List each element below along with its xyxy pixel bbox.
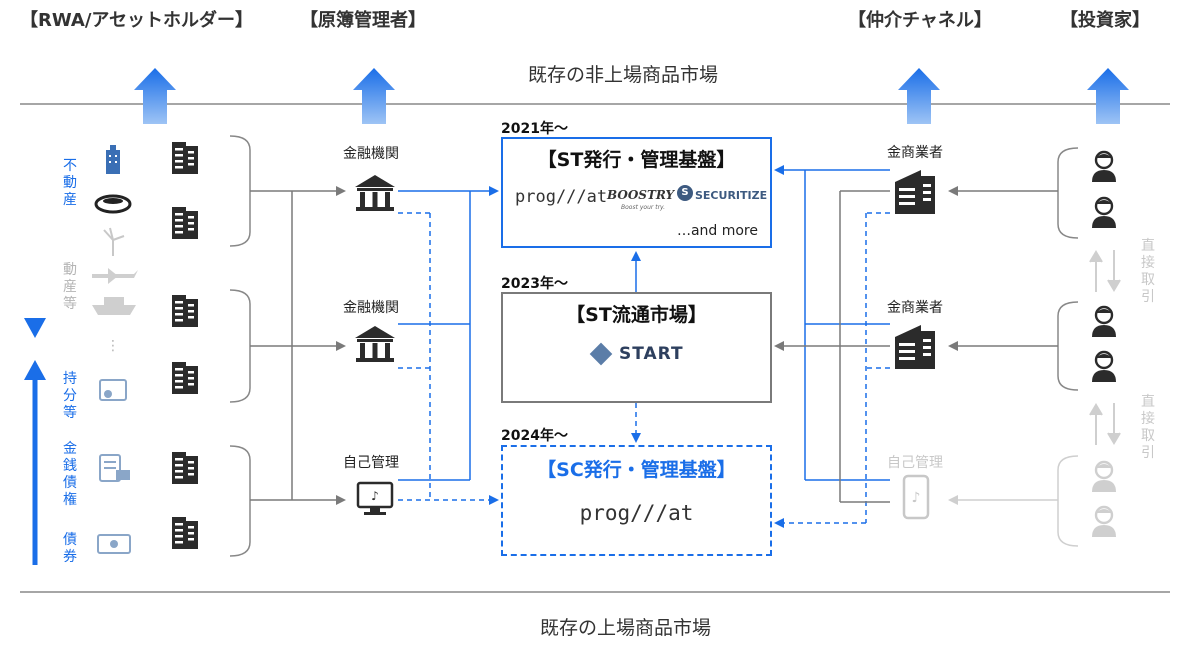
up-arrow-thin-icon	[24, 360, 46, 565]
investor-icon	[1090, 505, 1118, 539]
direct-trade-label: 直接取引	[1141, 394, 1155, 461]
bank-icon	[355, 326, 395, 362]
registry-bank-label: 金融機関	[343, 146, 399, 162]
st-market-title: 【ST流通市場】	[566, 304, 707, 326]
sc-issue-title: 【SC発行・管理基盤】	[537, 459, 736, 481]
broker-building-icon	[895, 325, 935, 369]
investor-icon	[1090, 305, 1118, 339]
investor-icon	[1090, 150, 1118, 184]
st-issue-platform: 【ST発行・管理基盤】 prog///at BOOSTRY Boost your…	[501, 137, 772, 248]
asset-equity: 持分等	[63, 371, 77, 421]
broker-building-icon	[895, 170, 935, 214]
header-investor: 【投資家】	[1060, 10, 1150, 31]
building-icon	[172, 517, 198, 549]
ship-icon	[92, 297, 136, 315]
asset-receivables: 金銭債権	[63, 441, 77, 508]
boostry-tagline: Boost your try.	[621, 204, 666, 211]
direct-trade-label: 直接取引	[1141, 238, 1155, 305]
banknote-icon	[97, 534, 131, 554]
sc-issue-platform: 【SC発行・管理基盤】 prog///at	[501, 445, 772, 556]
asset-bonds: 債券	[63, 532, 77, 565]
investor-icon	[1090, 350, 1118, 384]
market-listed: 既存の上場商品市場	[540, 617, 712, 639]
channel-self-label: 自己管理	[887, 455, 943, 471]
channel-broker-label: 金商業者	[887, 300, 943, 316]
bank-icon	[355, 175, 395, 211]
certificate-icon	[99, 379, 127, 401]
building-icon	[172, 142, 198, 174]
boostry-logo: BOOSTRY	[607, 188, 675, 202]
progmat-logo: prog///at	[515, 187, 608, 207]
registry-bank-label: 金融機関	[343, 300, 399, 316]
sc-issue-year: 2024年〜	[501, 428, 568, 444]
st-market-platform: 【ST流通市場】 START	[501, 292, 772, 403]
building-icon	[172, 295, 198, 327]
up-arrow-icon	[134, 68, 176, 124]
invoice-icon	[99, 454, 130, 482]
asset-movables: 動産等	[63, 262, 77, 312]
registry-self-label: 自己管理	[343, 455, 399, 471]
computer-icon: ♪	[356, 481, 394, 515]
and-more: …and more	[676, 223, 758, 239]
header-rwa: 【RWA/アセットホルダー】	[20, 10, 254, 31]
st-issue-year: 2021年〜	[501, 121, 568, 137]
st-market-year: 2023年〜	[501, 276, 568, 292]
airplane-icon	[92, 268, 138, 284]
investor-icon	[1090, 196, 1118, 230]
asset-real-estate: 不動産	[63, 158, 77, 208]
start-logo: START	[619, 344, 684, 364]
wind-turbine-icon	[103, 227, 125, 256]
building-icon	[172, 207, 198, 239]
st-issue-title: 【ST発行・管理基盤】	[537, 149, 736, 171]
building-icon	[172, 452, 198, 484]
stadium-icon	[94, 194, 132, 214]
svg-text:♪: ♪	[371, 489, 379, 503]
market-unlisted: 既存の非上場商品市場	[528, 64, 719, 86]
investor-icon	[1090, 460, 1118, 494]
header-channel: 【仲介チャネル】	[848, 10, 992, 31]
securitize-icon: S	[677, 185, 693, 201]
smartphone-icon: ♪	[902, 474, 930, 520]
svg-text:♪: ♪	[912, 490, 921, 506]
up-arrow-icon	[1087, 68, 1129, 124]
progmat-logo: prog///at	[579, 501, 694, 525]
building-icon	[172, 362, 198, 394]
up-arrow-icon	[898, 68, 940, 124]
asset-dots: ⋮	[106, 338, 120, 354]
down-arrow-icon	[24, 140, 46, 338]
start-cube-icon	[589, 342, 613, 366]
securitize-logo: SECURITIZE	[695, 189, 768, 202]
tower-icon	[106, 145, 120, 174]
channel-broker-label: 金商業者	[887, 145, 943, 161]
header-registry: 【原簿管理者】	[300, 10, 426, 31]
up-arrow-icon	[353, 68, 395, 124]
